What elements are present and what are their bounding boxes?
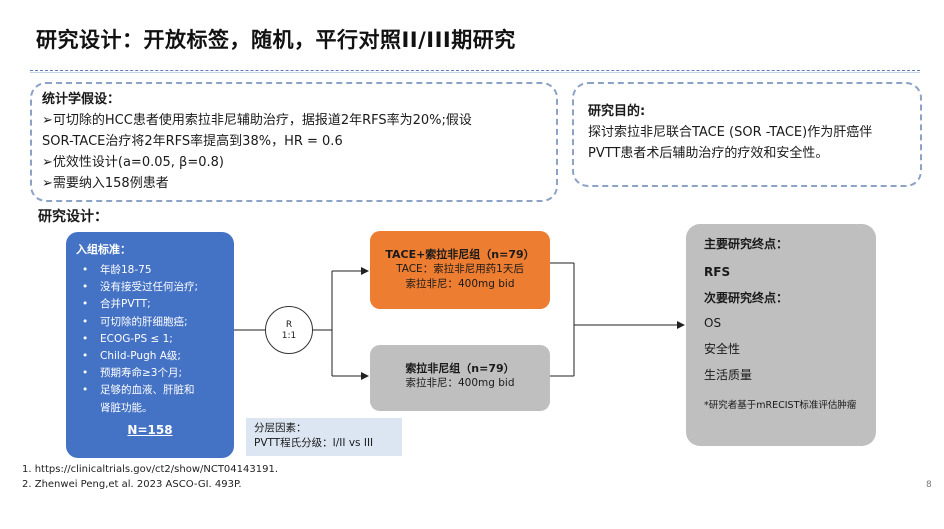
secondary-endpoint-label: 次要研究终点： bbox=[704, 291, 789, 305]
inclusion-item-text: ECOG-PS ≤ 1; bbox=[100, 332, 173, 345]
endpoint-footnote: *研究者基于mRECIST标准评估肿瘤 bbox=[704, 400, 857, 411]
arm1-detail: 索拉非尼：400mg bid bbox=[405, 278, 515, 290]
inclusion-item-continued: 肾脏功能。 bbox=[76, 400, 224, 417]
stats-line: ➢优效性设计(a=0.05, β=0.8) bbox=[42, 155, 224, 170]
arm-sorafenib: 索拉非尼组（n=79） 索拉非尼：400mg bid bbox=[370, 345, 550, 411]
bullet-icon: • bbox=[82, 332, 89, 345]
page-title: 研究设计：开放标签，随机，平行对照II/III期研究 bbox=[36, 28, 516, 52]
statistical-hypothesis-box: 统计学假设： ➢可切除的HCC患者使用索拉非尼辅助治疗，据报道2年RFS率为20… bbox=[30, 82, 558, 202]
page-number: 8 bbox=[926, 480, 932, 490]
stratification-box: 分层因素： PVTT程氏分级：I/II vs III bbox=[246, 418, 402, 456]
reference-item: 2. Zhenwei Peng,et al. 2023 ASCO-GI. 493… bbox=[22, 479, 242, 490]
bullet-icon: • bbox=[82, 350, 89, 363]
bullet-icon: • bbox=[82, 384, 89, 397]
secondary-endpoint: 生活质量 bbox=[704, 368, 753, 382]
bullet-icon: • bbox=[82, 281, 89, 294]
arm2-detail: 索拉非尼：400mg bid bbox=[405, 377, 515, 389]
aim-line: PVTT患者术后辅助治疗的疗效和安全性。 bbox=[588, 146, 829, 161]
study-aim-box: 研究目的: 探讨索拉非尼联合TACE (SOR -TACE)作为肝癌伴 PVTT… bbox=[572, 82, 922, 187]
primary-endpoint: RFS bbox=[704, 265, 731, 279]
bullet-icon: • bbox=[82, 367, 89, 380]
bullet-icon: • bbox=[82, 264, 89, 276]
inclusion-item: • ECOG-PS ≤ 1; bbox=[76, 331, 224, 348]
randomization-ratio: 1:1 bbox=[281, 331, 297, 341]
inclusion-item-text: 预期寿命≥3个月; bbox=[100, 367, 183, 380]
inclusion-criteria-box: 入组标准： • 年龄18-75 • 没有接受过任何治疗; • 合并PVTT; • 可切除… bbox=[66, 232, 234, 458]
stratification-value: PVTT程氏分级：I/II vs III bbox=[254, 437, 374, 449]
stratification-label: 分层因素： bbox=[254, 422, 307, 434]
inclusion-item-text: 合并PVTT; bbox=[100, 298, 151, 311]
secondary-endpoint: OS bbox=[704, 316, 722, 330]
inclusion-item-text: 可切除的肝细胞癌; bbox=[100, 315, 188, 328]
inclusion-item: • 合并PVTT; bbox=[76, 296, 224, 313]
design-heading: 研究设计： bbox=[38, 209, 108, 225]
inclusion-heading: 入组标准： bbox=[76, 243, 131, 256]
bullet-icon: • bbox=[82, 298, 89, 311]
stats-heading: 统计学假设： bbox=[42, 92, 121, 107]
secondary-endpoint: 安全性 bbox=[704, 342, 741, 356]
stats-line: ➢需要纳入158例患者 bbox=[42, 176, 169, 191]
inclusion-item: • 足够的血液、肝脏和 bbox=[76, 382, 224, 399]
title-divider bbox=[30, 70, 920, 71]
inclusion-item-text: 足够的血液、肝脏和 bbox=[100, 384, 195, 397]
inclusion-item-text: 肾脏功能。 bbox=[100, 401, 153, 414]
randomization-node: R 1:1 bbox=[265, 306, 313, 354]
inclusion-item: • 预期寿命≥3个月; bbox=[76, 365, 224, 382]
aim-line: 探讨索拉非尼联合TACE (SOR -TACE)作为肝癌伴 bbox=[588, 125, 873, 140]
endpoints-box: 主要研究终点： RFS 次要研究终点： OS 安全性 生活质量 *研究者基于mR… bbox=[686, 224, 876, 446]
arm1-detail: TACE：索拉非尼用药1天后 bbox=[396, 263, 524, 275]
aim-heading: 研究目的: bbox=[588, 104, 646, 119]
arm2-title: 索拉非尼组（n=79） bbox=[405, 362, 515, 375]
inclusion-item: • 可切除的肝细胞癌; bbox=[76, 314, 224, 331]
title-divider-shadow bbox=[30, 72, 920, 73]
bullet-icon: • bbox=[82, 315, 89, 328]
randomization-label: R bbox=[285, 320, 293, 330]
inclusion-item: • 没有接受过任何治疗; bbox=[76, 279, 224, 296]
stats-line: ➢可切除的HCC患者使用索拉非尼辅助治疗，据报道2年RFS率为20%;假设 bbox=[42, 113, 472, 128]
inclusion-item-text: Child-Pugh A级; bbox=[100, 350, 181, 363]
reference-item: 1. https://clinicaltrials.gov/ct2/show/N… bbox=[22, 464, 279, 475]
inclusion-item: • 年龄18-75 bbox=[76, 262, 224, 279]
inclusion-item-text: 年龄18-75 bbox=[100, 264, 152, 276]
arm1-title: TACE+索拉非尼组（n=79） bbox=[385, 248, 535, 261]
inclusion-item-text: 没有接受过任何治疗; bbox=[100, 281, 199, 294]
references: 1. https://clinicaltrials.gov/ct2/show/N… bbox=[22, 462, 278, 492]
arm-tace-sorafenib: TACE+索拉非尼组（n=79） TACE：索拉非尼用药1天后 索拉非尼：400… bbox=[370, 231, 550, 309]
sample-size: N=158 bbox=[127, 422, 173, 437]
primary-endpoint-label: 主要研究终点： bbox=[704, 237, 789, 251]
inclusion-item: • Child-Pugh A级; bbox=[76, 348, 224, 365]
stats-line: SOR-TACE治疗将2年RFS率提高到38%，HR = 0.6 bbox=[42, 134, 343, 149]
